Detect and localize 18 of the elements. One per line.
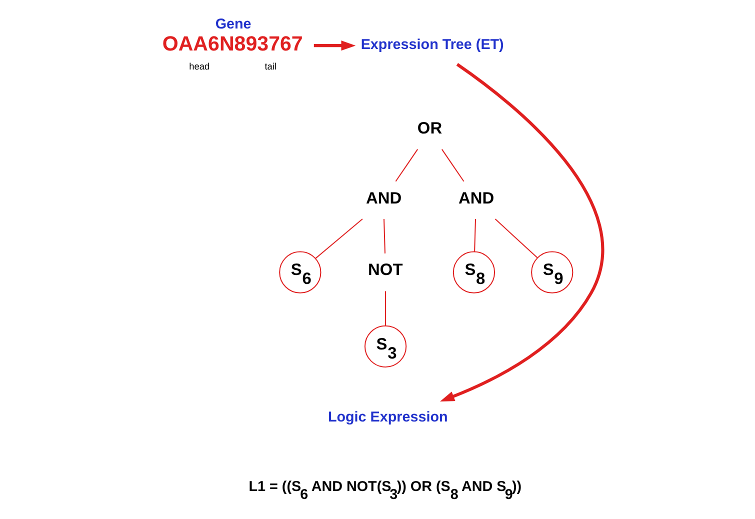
node-text: Gene OAA6N893767 bbox=[162, 16, 302, 56]
connector bbox=[382, 219, 386, 254]
connector bbox=[474, 219, 476, 252]
node-text: AND bbox=[365, 189, 402, 208]
node-text: NOT bbox=[368, 261, 402, 280]
arrow bbox=[440, 63, 604, 402]
connector bbox=[440, 149, 464, 182]
node-text: AND bbox=[458, 189, 494, 208]
node-text: Logic Expression bbox=[327, 410, 448, 426]
connector bbox=[494, 218, 538, 258]
node-text: Expression Tree (ET) bbox=[360, 36, 504, 53]
arrow bbox=[313, 40, 356, 51]
connector bbox=[314, 218, 362, 259]
connector bbox=[384, 291, 386, 326]
connector bbox=[394, 149, 418, 182]
node-label: head bbox=[188, 61, 210, 72]
node-text: OR bbox=[416, 119, 442, 138]
node-label: tail bbox=[264, 61, 276, 72]
